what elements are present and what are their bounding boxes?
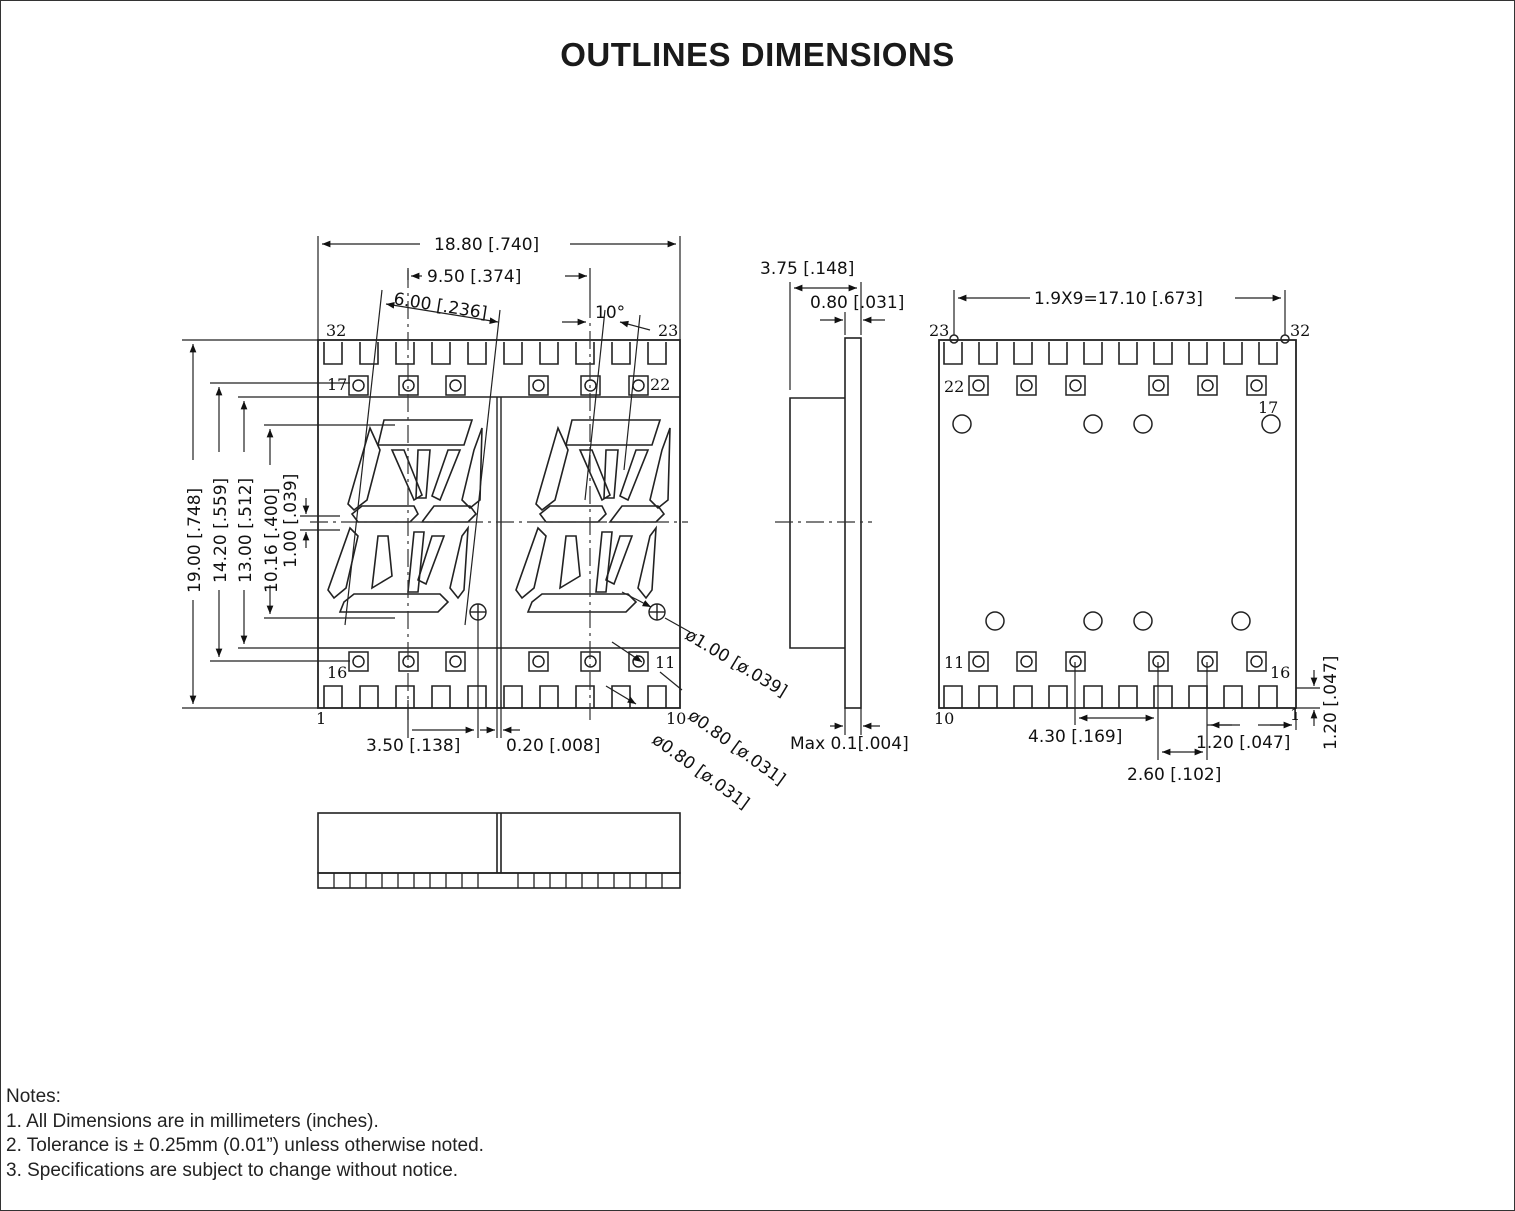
dim-pin-row-span: 14.20 [.559] bbox=[211, 478, 231, 583]
dim-gap: 0.20 [.008] bbox=[506, 736, 600, 756]
dim-depth: 3.75 [.148] bbox=[760, 259, 854, 279]
dim-pcb-thickness: 0.80 [.031] bbox=[810, 293, 904, 313]
back-pin-label-11: 11 bbox=[944, 653, 964, 672]
back-pin-label-23: 23 bbox=[929, 321, 949, 340]
notes-section: Notes: 1. All Dimensions are in millimet… bbox=[6, 1085, 484, 1183]
back-pin-label-32: 32 bbox=[1290, 321, 1310, 340]
notes-heading: Notes: bbox=[6, 1086, 61, 1107]
back-pin-label-10: 10 bbox=[934, 709, 954, 728]
pin-label-10: 10 bbox=[666, 709, 686, 728]
pin-label-1: 1 bbox=[316, 709, 326, 728]
pin-label-22: 22 bbox=[650, 375, 670, 394]
note-item: 1. All Dimensions are in millimeters (in… bbox=[6, 1110, 379, 1132]
side-view: 3.75 [.148] 0.80 [.031] Max 0.1[.004] bbox=[760, 259, 909, 754]
dim-dp-offset: 3.50 [.138] bbox=[366, 736, 460, 756]
pin-label-32: 32 bbox=[326, 321, 346, 340]
pin-label-23: 23 bbox=[658, 321, 678, 340]
page-title: OUTLINES DIMENSIONS bbox=[560, 36, 955, 73]
pin-label-16: 16 bbox=[327, 663, 347, 682]
dim-window-height: 13.00 [.512] bbox=[236, 478, 256, 583]
dim-dp-diameter: ø1.00 [ø.039] bbox=[681, 625, 790, 701]
back-view: 1.9X9=17.10 [.673] 4.30 [.169] 1.20 [.04… bbox=[929, 289, 1341, 785]
dim-segment-width: 1.00 [.039] bbox=[281, 474, 301, 568]
back-pin-label-17: 17 bbox=[1258, 398, 1278, 417]
front-view: 18.80 [.740] 9.50 [.374] 6.00 [.236] 10°… bbox=[182, 235, 790, 814]
dim-digit-pitch: 9.50 [.374] bbox=[427, 267, 521, 287]
dim-char-height: 10.16 [.400] bbox=[262, 488, 282, 593]
dim-overall-height: 19.00 [.748] bbox=[185, 488, 205, 593]
end-view bbox=[317, 812, 681, 889]
dim-slant-angle: 10° bbox=[595, 303, 625, 323]
dim-pad-width-1-20: 1.20 [.047] bbox=[1196, 733, 1290, 753]
dim-pad-length-1-20: 1.20 [.047] bbox=[1321, 656, 1341, 750]
back-pin-label-16: 16 bbox=[1270, 663, 1290, 682]
dim-char-width: 6.00 [.236] bbox=[392, 289, 488, 324]
dim-overall-width: 18.80 [.740] bbox=[434, 235, 539, 255]
pin-label-11: 11 bbox=[655, 653, 675, 672]
note-item: 2. Tolerance is ± 0.25mm (0.01”) unless … bbox=[6, 1135, 484, 1156]
dim-pad-offset-4-30: 4.30 [.169] bbox=[1028, 727, 1122, 747]
dim-pad-span: 1.9X9=17.10 [.673] bbox=[1034, 289, 1203, 309]
back-pin-label-1: 1 bbox=[1290, 705, 1300, 724]
back-pin-label-22: 22 bbox=[944, 377, 964, 396]
note-item: 3. Specifications are subject to change … bbox=[6, 1159, 459, 1181]
pin-label-17: 17 bbox=[327, 375, 347, 394]
dim-pad-offset-2-60: 2.60 [.102] bbox=[1127, 765, 1221, 785]
dim-max-gap: Max 0.1[.004] bbox=[790, 734, 909, 754]
